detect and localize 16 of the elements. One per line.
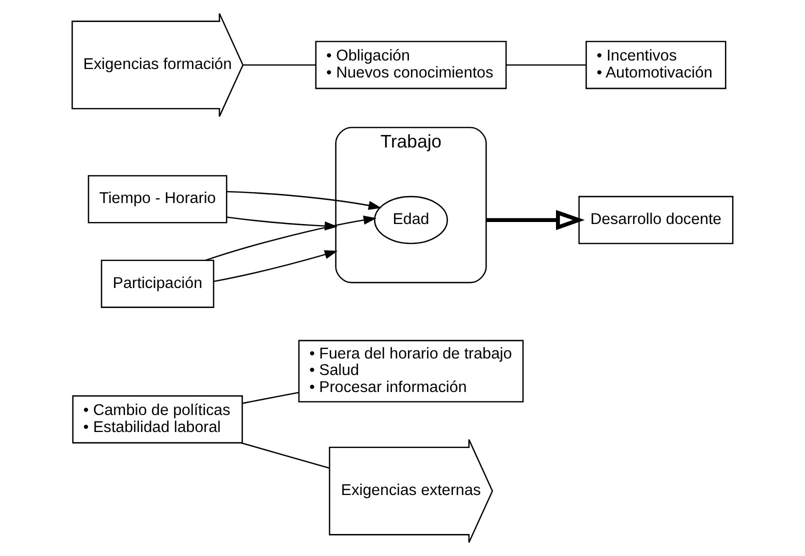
arrow [214,250,338,282]
arrow [226,190,382,210]
connector [242,392,299,404]
node-box: Desarrollo docente [578,196,734,244]
node-box: • Obligación • Nuevos conocimientos [315,40,507,90]
node-box: Tiempo - Horario [88,175,228,224]
node-box: Participación [100,260,214,308]
connector [240,442,330,469]
node-box: • Incentivos • Automotivación [586,40,726,90]
connector [506,64,586,66]
node-ellipse: Edad [374,196,448,244]
node-box: • Cambio de políticas • Estabilidad laboral [72,395,243,444]
arrow [205,216,377,261]
node-box: • Fuera del horario de trabajo • Salud • Procesar información [298,340,524,402]
connector [243,64,316,66]
arrow [486,210,585,230]
